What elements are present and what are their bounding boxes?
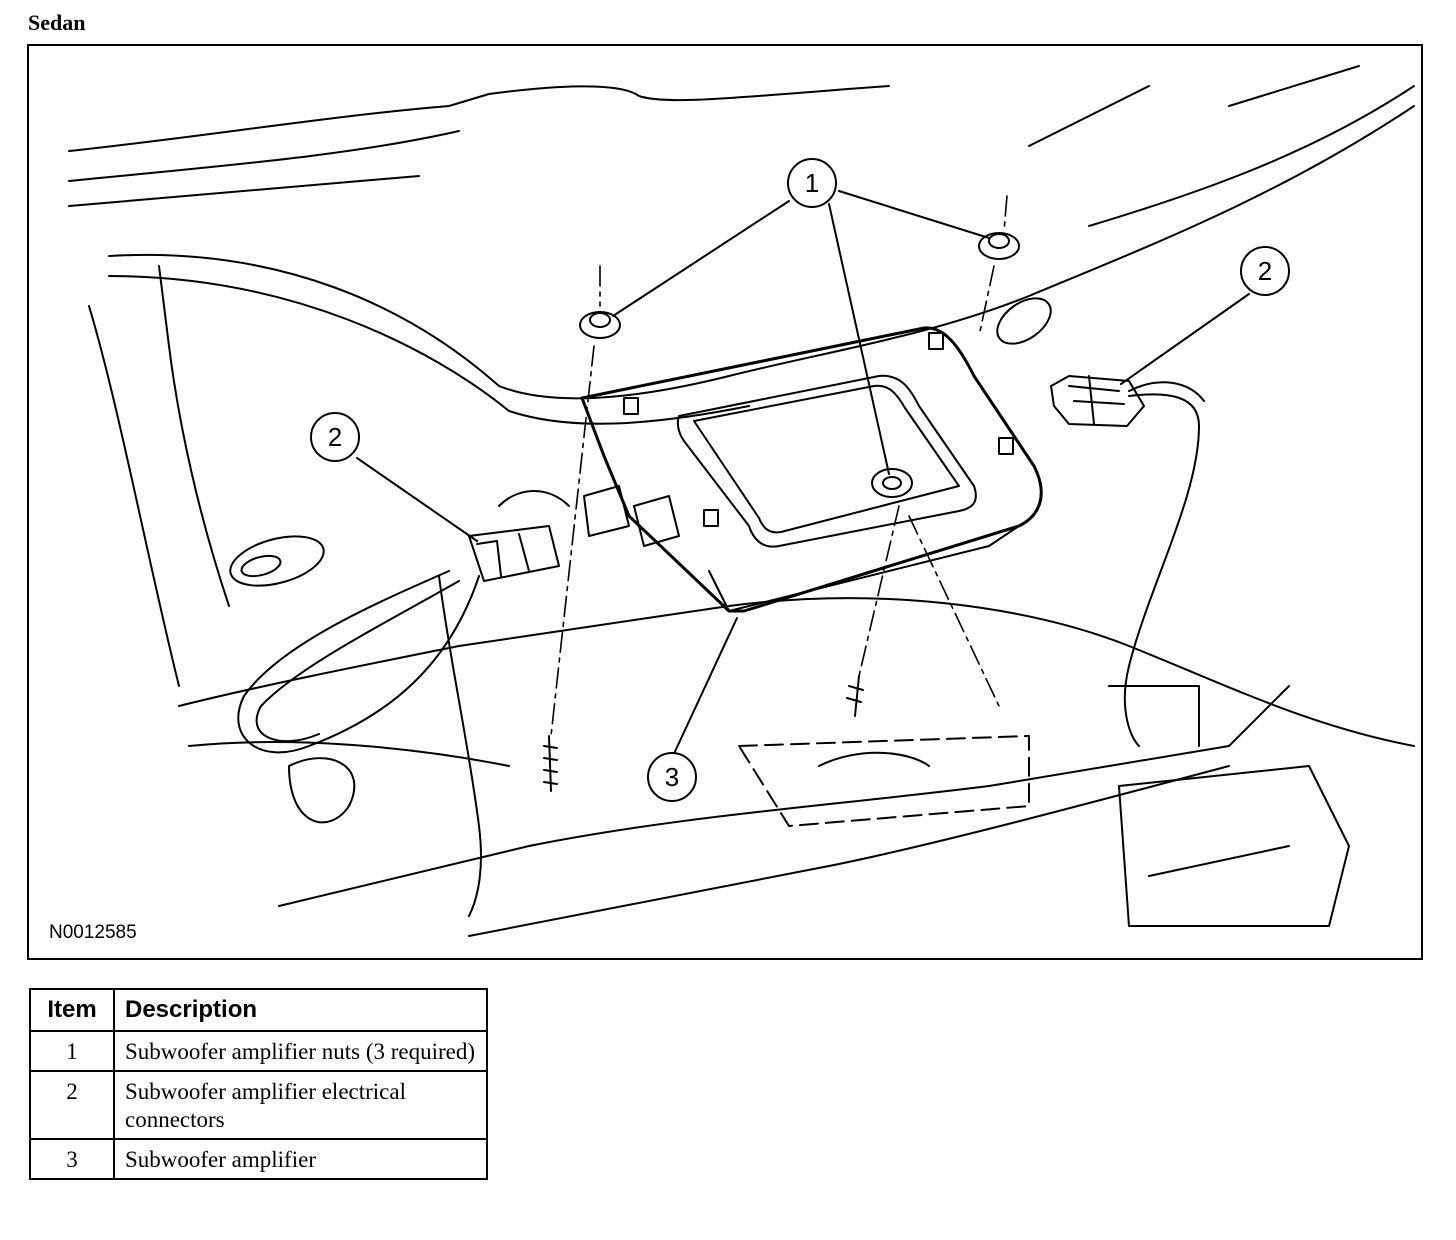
callout-label-right: 2 (1258, 256, 1272, 286)
package-tray-outline (68, 65, 1415, 687)
legend-header-description: Description (113, 988, 488, 1032)
alignment-lines (550, 195, 1008, 737)
callout-circles: 1 2 2 3 (310, 158, 1290, 802)
left-connector-drawing (468, 525, 560, 582)
legend-item-number: 1 (29, 1030, 115, 1072)
exploded-view-illustration: 1 2 2 3 N0012585 (27, 44, 1423, 960)
legend-item-number: 3 (29, 1138, 115, 1180)
legend-item-description: Subwoofer amplifier nuts (3 required) (113, 1030, 488, 1072)
callout-label-left: 2 (328, 422, 342, 452)
figure-id: N0012585 (49, 922, 137, 943)
page-heading: Sedan (28, 10, 86, 35)
callout-circle-1 (787, 158, 837, 208)
legend-header-item: Item (29, 988, 115, 1032)
callout-label-top: 1 (805, 168, 819, 198)
legend-row: 3 Subwoofer amplifier (29, 1138, 488, 1180)
legend-item-description: Subwoofer amplifier electrical connector… (113, 1070, 488, 1140)
trunk-floor-outline (178, 597, 1415, 937)
wire-harness (237, 381, 1205, 917)
callout-circle-2-right (1240, 246, 1290, 296)
legend-item-number: 2 (29, 1070, 115, 1140)
legend-header-row: Item Description (29, 988, 488, 1032)
subwoofer-amplifier (580, 326, 1043, 613)
right-connector-drawing (1050, 375, 1145, 427)
mounting-studs (543, 675, 864, 792)
callout-circle-3 (647, 752, 697, 802)
legend-row: 2 Subwoofer amplifier electrical connect… (29, 1070, 488, 1140)
legend-table: Item Description 1 Subwoofer amplifier n… (29, 988, 488, 1180)
leader-lines (356, 190, 1250, 759)
callout-label-bottom: 3 (665, 762, 679, 792)
legend-row: 1 Subwoofer amplifier nuts (3 required) (29, 1030, 488, 1072)
line-art: 1 2 2 3 (68, 65, 1415, 937)
fastener-nuts (579, 232, 1020, 498)
legend-item-description: Subwoofer amplifier (113, 1138, 488, 1180)
callout-circle-2-left (310, 412, 360, 462)
